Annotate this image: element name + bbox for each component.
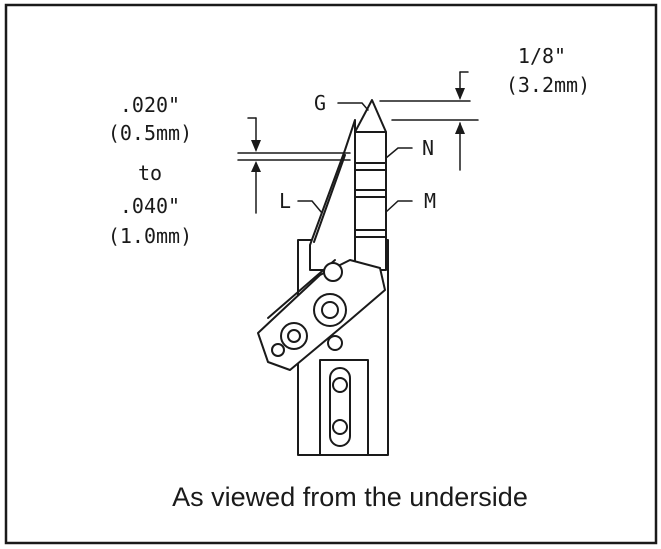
clamp-screw-left-outer bbox=[280, 322, 308, 350]
g-leader bbox=[337, 102, 369, 111]
tip-metric-label: (3.2mm) bbox=[506, 73, 590, 97]
gap-arrow-down bbox=[251, 140, 261, 152]
clamp-screw-left-inner bbox=[287, 329, 301, 343]
n-leader bbox=[385, 147, 413, 159]
slot-hole bbox=[329, 367, 351, 447]
label-g: G bbox=[314, 91, 326, 115]
cutter-shaft bbox=[354, 131, 387, 271]
diagram-caption: As viewed from the underside bbox=[172, 482, 528, 512]
bit-holder-assembly bbox=[257, 99, 389, 456]
body-screw-upper bbox=[323, 262, 343, 282]
range-word-label: to bbox=[138, 161, 162, 185]
dimension-lines bbox=[237, 71, 479, 214]
tip-value-label: 1/8" bbox=[518, 44, 566, 68]
cutter-tip bbox=[354, 99, 387, 133]
slot-screw-top bbox=[332, 377, 348, 393]
label-n: N bbox=[422, 136, 434, 160]
label-l: L bbox=[279, 189, 291, 213]
upper-metric-label: (0.5mm) bbox=[108, 121, 192, 145]
l-leader bbox=[297, 200, 323, 214]
lower-value-label: .040" bbox=[120, 194, 180, 218]
lower-metric-label: (1.0mm) bbox=[108, 224, 192, 248]
tip-arrow-down bbox=[455, 88, 465, 100]
clamp-screw-center-outer bbox=[313, 293, 347, 327]
body-screw-low bbox=[271, 343, 285, 357]
body-screw-mid bbox=[327, 335, 343, 351]
m-leader bbox=[385, 200, 413, 213]
angled-face-edge bbox=[313, 154, 346, 243]
diagram-frame bbox=[4, 3, 658, 545]
angled-face bbox=[309, 119, 356, 271]
tip-arrow-up bbox=[455, 122, 465, 134]
clamp-screw-center-inner bbox=[321, 301, 339, 319]
slot-screw-bottom bbox=[332, 419, 348, 435]
label-m: M bbox=[424, 189, 436, 213]
gap-arrow-up bbox=[251, 161, 261, 172]
upper-value-label: .020" bbox=[120, 93, 180, 117]
